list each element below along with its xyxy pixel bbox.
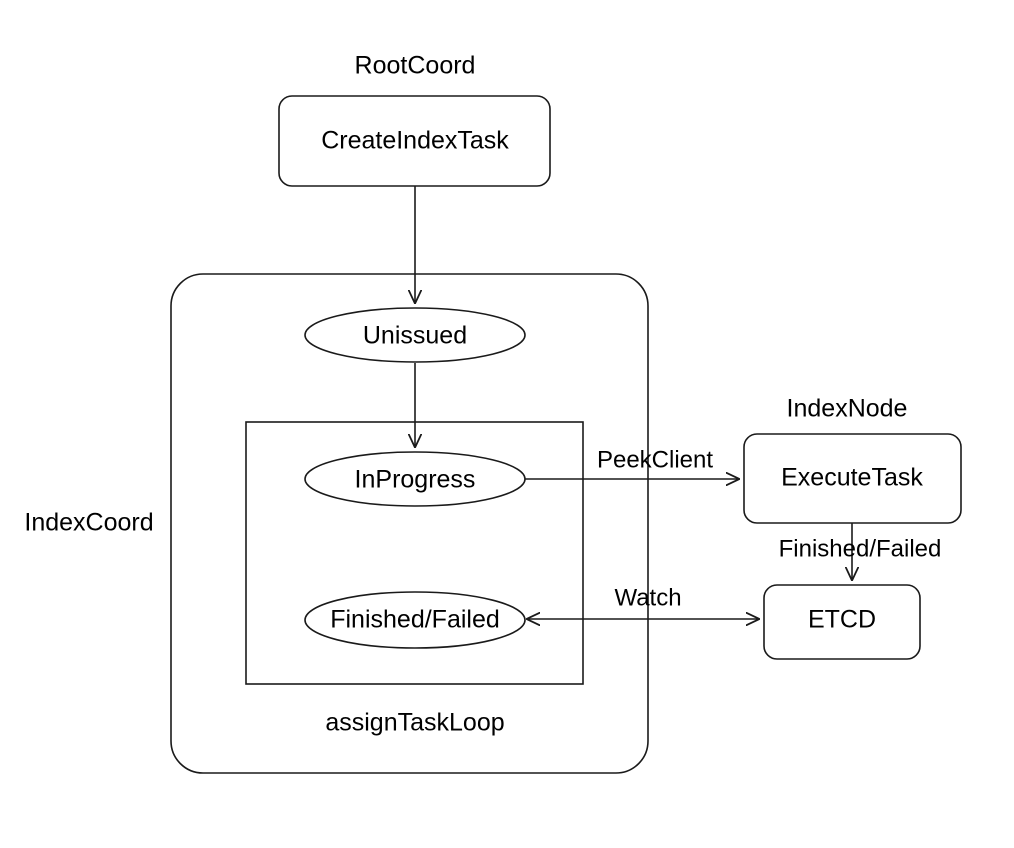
edge-label-watch: Watch — [614, 584, 681, 611]
group-label-indexnode: IndexNode — [787, 395, 908, 423]
node-createindextask[interactable]: CreateIndexTask — [278, 95, 551, 187]
node-unissued[interactable]: Unissued — [304, 307, 526, 363]
node-shape[interactable] — [743, 433, 962, 524]
edge-inprogress-to-executetask: PeekClient — [524, 446, 739, 479]
node-etcd[interactable]: ETCD — [763, 584, 921, 660]
edge-label-peekclient: PeekClient — [597, 446, 713, 473]
node-finishedfailed[interactable]: Finished/Failed — [304, 591, 526, 649]
edge-executetask-to-etcd: Finished/Failed — [779, 523, 942, 580]
node-label-finishedfailed: Finished/Failed — [330, 606, 500, 634]
edge-label-finished-failed: Finished/Failed — [779, 535, 942, 562]
node-label-executetask: ExecuteTask — [781, 464, 923, 492]
node-shape[interactable] — [278, 95, 551, 187]
node-inprogress[interactable]: InProgress — [304, 451, 526, 507]
node-label-createindextask: CreateIndexTask — [321, 127, 509, 155]
node-label-unissued: Unissued — [363, 322, 467, 350]
group-label-indexcoord: IndexCoord — [24, 509, 153, 537]
node-shape[interactable] — [304, 451, 526, 507]
node-executetask[interactable]: ExecuteTask — [743, 433, 962, 524]
node-shape[interactable] — [304, 591, 526, 649]
node-label-inprogress: InProgress — [355, 466, 476, 494]
group-label-assigntaskloop: assignTaskLoop — [325, 709, 504, 737]
node-shape[interactable] — [304, 307, 526, 363]
node-shape[interactable] — [763, 584, 921, 660]
node-label-etcd: ETCD — [808, 606, 876, 634]
group-label-rootcoord: RootCoord — [355, 52, 476, 80]
edge-etcd-to-finishedfailed: Watch — [527, 584, 759, 619]
